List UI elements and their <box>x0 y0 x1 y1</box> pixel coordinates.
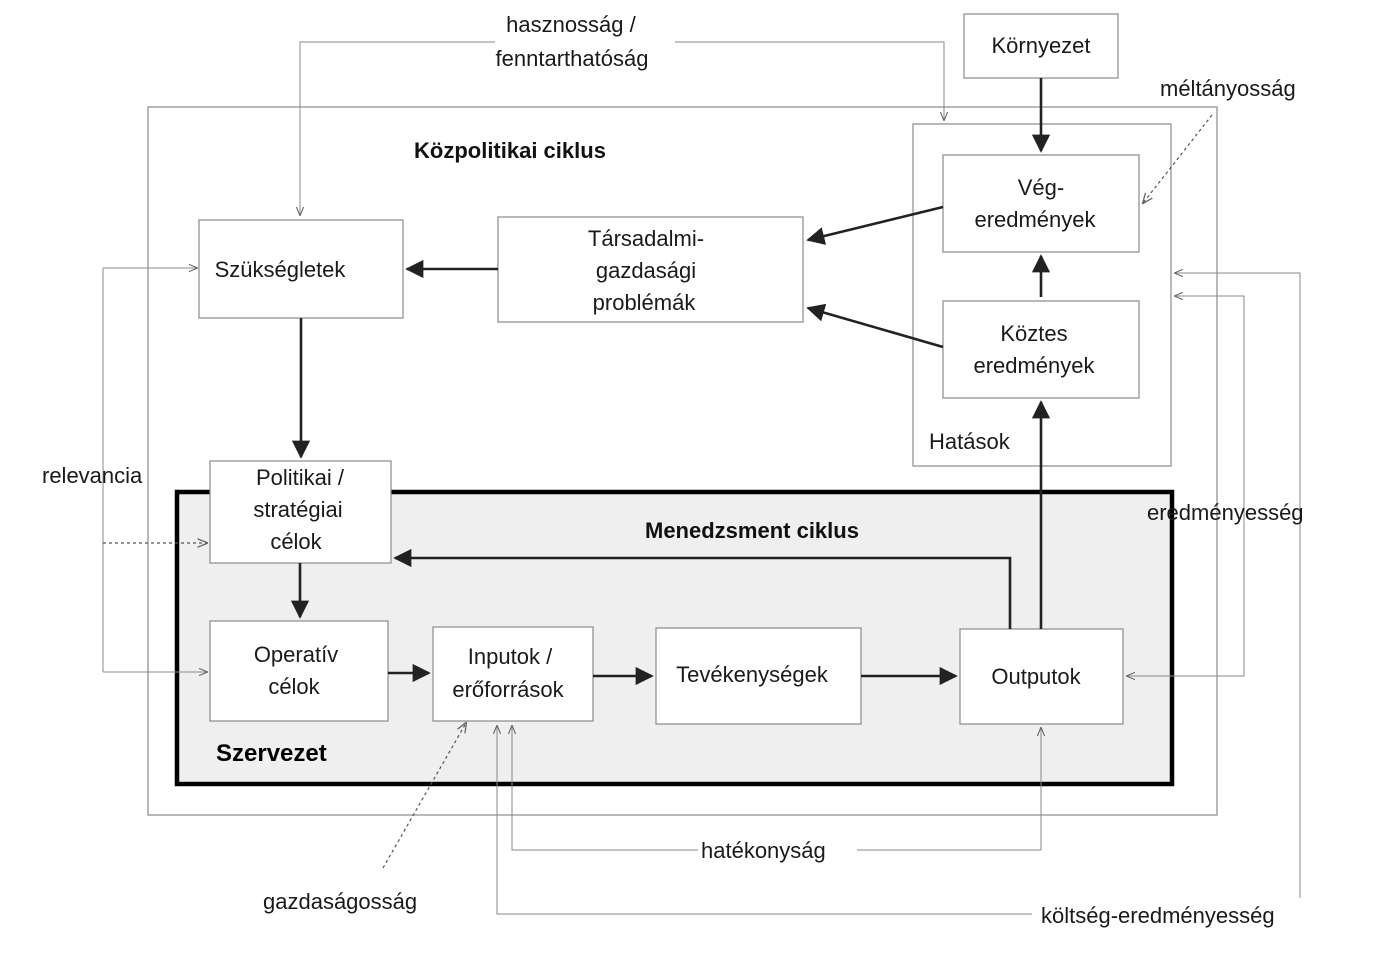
policy-cycle-title: Közpolitikai ciklus <box>414 138 606 163</box>
svg-text:erőforrások: erőforrások <box>452 677 564 702</box>
node-text: Társadalmi- <box>588 226 704 251</box>
node-text: Tevékenységek <box>676 662 829 687</box>
node-inputok-eroforrasok: Inputok / erőforrások <box>432 626 594 722</box>
node-text: eredmények <box>973 353 1095 378</box>
svg-text:Outputok: Outputok <box>991 664 1081 689</box>
node-text: erőforrások <box>452 677 564 702</box>
label-hasznossag: hasznosság / fenntarthatóság <box>496 12 649 71</box>
node-kornyezet: Környezet <box>963 13 1119 79</box>
connector-koltseg-eredmenyesseg <box>497 726 1032 915</box>
svg-text:Tevékenységek: Tevékenységek <box>676 662 829 687</box>
svg-text:gazdasági: gazdasági <box>596 258 696 283</box>
node-tarsadalmi-gazdasagi-problemak: Társadalmi- gazdasági problémák <box>497 216 804 323</box>
arrow-outputok-to-politikai <box>393 548 1012 629</box>
svg-text:Vég-: Vég- <box>1018 175 1064 200</box>
connector-meltanyossag <box>1143 114 1213 203</box>
node-text: célok <box>268 674 320 699</box>
svg-text:Politikai /: Politikai / <box>256 465 345 490</box>
organisation-title: Szervezet <box>216 740 327 767</box>
node-text: Környezet <box>991 33 1090 58</box>
impacts-title: Hatások <box>929 429 1011 454</box>
arrow-veg-to-tarsadalmi <box>806 205 944 245</box>
node-text: Outputok <box>991 664 1081 689</box>
label-hatekonysag: hatékonyság <box>701 838 826 863</box>
label-hasznossag-line-2: fenntarthatóság <box>496 46 649 71</box>
connector-hasznossag-left <box>300 41 495 215</box>
node-text: célok <box>270 529 322 554</box>
svg-text:Környezet: Környezet <box>991 33 1090 58</box>
connector-hatekonysag-right <box>857 728 1041 851</box>
node-text: stratégiai <box>253 497 342 522</box>
svg-text:problémák: problémák <box>593 290 697 315</box>
connector-gazdasagossag <box>382 723 466 869</box>
svg-text:Szükségletek: Szükségletek <box>215 257 347 282</box>
svg-text:eredmények: eredmények <box>974 207 1096 232</box>
svg-text:célok: célok <box>270 529 322 554</box>
node-tevekenysegek: Tevékenységek <box>655 627 862 725</box>
node-text: eredmények <box>974 207 1096 232</box>
svg-text:Operatív: Operatív <box>254 642 338 667</box>
node-outputok: Outputok <box>959 628 1124 725</box>
svg-text:célok: célok <box>268 674 320 699</box>
node-text: Vég- <box>1018 175 1064 200</box>
label-relevancia: relevancia <box>42 463 143 488</box>
svg-text:stratégiai: stratégiai <box>253 497 342 522</box>
connector-hasznossag-right <box>675 41 944 120</box>
connector-koltseg-eredmenyesseg-right <box>1175 273 1301 898</box>
node-text: Inputok / <box>468 644 553 669</box>
connector-hatekonysag-left <box>512 726 698 851</box>
policy-cycle-region <box>147 106 1218 816</box>
svg-text:Köztes: Köztes <box>1000 321 1067 346</box>
svg-text:Társadalmi-: Társadalmi- <box>588 226 704 251</box>
svg-text:Inputok /: Inputok / <box>468 644 553 669</box>
node-operativ-celok: Operatív célok <box>209 620 389 722</box>
node-politikai-strategiai-celok: Politikai / stratégiai célok <box>209 460 392 564</box>
management-cycle-title: Menedzsment ciklus <box>645 518 859 543</box>
node-text: Operatív <box>254 642 338 667</box>
arrow-koztes-to-tarsadalmi <box>806 303 944 349</box>
node-text: problémák <box>593 290 697 315</box>
node-text: gazdasági <box>596 258 696 283</box>
node-veg-eredmenyek: Vég- eredmények <box>942 154 1140 253</box>
node-koztes-eredmenyek: Köztes eredmények <box>942 300 1140 399</box>
label-gazdasagossag: gazdaságosság <box>263 889 417 914</box>
node-text: Köztes <box>1000 321 1067 346</box>
label-eredmenyesseg: eredményesség <box>1147 500 1304 525</box>
node-text: Szükségletek <box>215 257 347 282</box>
svg-text:eredmények: eredmények <box>973 353 1095 378</box>
node-text: Politikai / <box>256 465 345 490</box>
label-hasznossag-line-1: hasznosság / <box>506 12 637 37</box>
connector-eredmenyesseg <box>1127 296 1245 676</box>
label-koltseg-eredmenyesseg: költség-eredményesség <box>1041 903 1275 928</box>
label-meltanyossag: méltányosság <box>1160 76 1296 101</box>
node-szuksegletek: Szükségletek <box>198 219 404 319</box>
